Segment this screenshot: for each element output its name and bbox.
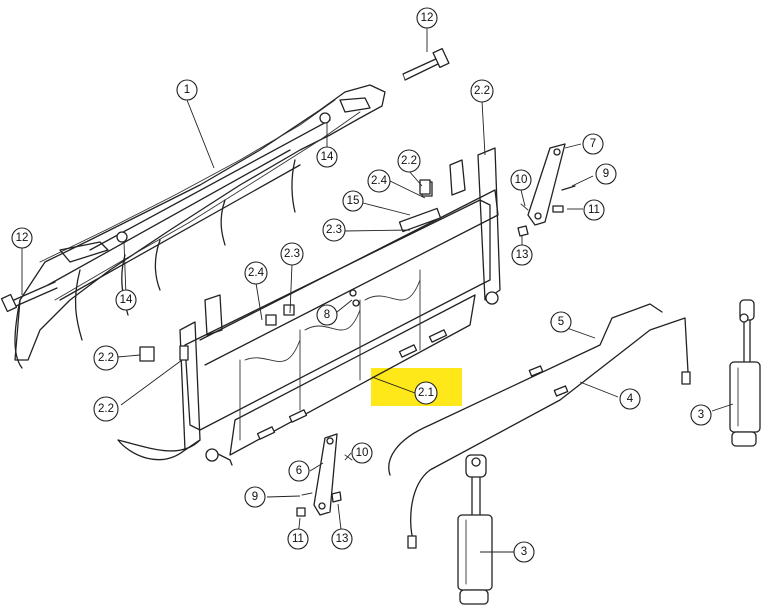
svg-text:2.2: 2.2 [98,403,114,415]
svg-text:9: 9 [252,491,258,503]
callout-13-top[interactable]: 13 [511,244,533,266]
callout-10-top[interactable]: 10 [510,169,532,191]
callout-7[interactable]: 7 [582,133,604,155]
callout-3-right[interactable]: 3 [690,404,712,426]
svg-text:15: 15 [347,195,360,207]
svg-text:10: 10 [515,174,528,186]
svg-text:13: 13 [336,533,349,545]
main-frame [117,147,501,466]
callout-2-2-mid[interactable]: 2.2 [397,149,421,173]
svg-text:2.1: 2.1 [418,387,434,399]
callout-11-top[interactable]: 11 [583,199,605,221]
callout-11-bot[interactable]: 11 [287,528,309,550]
callout-15[interactable]: 15 [342,190,364,212]
bolt-top [402,47,450,81]
callout-9-top[interactable]: 9 [595,163,617,185]
callout-3-bot[interactable]: 3 [513,541,535,563]
callout-2-2-top[interactable]: 2.2 [470,79,494,103]
svg-text:11: 11 [292,533,304,545]
leader-lines [21,28,734,553]
svg-text:5: 5 [558,316,564,328]
callout-12-left[interactable]: 12 [11,227,33,249]
svg-text:12: 12 [16,232,29,244]
svg-text:14: 14 [321,151,334,163]
svg-text:3: 3 [698,409,704,421]
callout-2-3-top[interactable]: 2.3 [322,218,346,242]
svg-text:2.3: 2.3 [326,224,342,236]
svg-text:2.3: 2.3 [284,248,300,260]
svg-text:12: 12 [421,12,434,24]
svg-text:14: 14 [120,294,133,306]
svg-text:3: 3 [521,546,527,558]
svg-text:2.4: 2.4 [371,175,388,187]
callout-8[interactable]: 8 [316,304,338,326]
cylinder-bottom [457,454,493,605]
callout-6[interactable]: 6 [288,460,310,482]
svg-text:6: 6 [296,465,302,477]
callout-10-bot[interactable]: 10 [351,442,373,464]
svg-text:11: 11 [588,204,600,216]
callout-14-top[interactable]: 14 [316,146,338,168]
grapple-arm [14,84,386,369]
callout-2-2-leftA[interactable]: 2.2 [93,345,119,371]
callout-2-4-left[interactable]: 2.4 [244,261,268,285]
link-plate-6 [296,433,353,517]
callout-9-bot[interactable]: 9 [244,486,266,508]
callout-2-3-left[interactable]: 2.3 [280,242,304,266]
callout-4[interactable]: 4 [619,388,641,410]
callout-2-1[interactable]: 2.1 [414,381,438,405]
hydraulic-hoses [388,303,691,549]
svg-text:7: 7 [590,138,596,150]
callout-14-left[interactable]: 14 [115,289,137,311]
callout-2-2-leftB[interactable]: 2.2 [93,396,119,422]
svg-text:2.2: 2.2 [98,352,114,364]
callout-12-top[interactable]: 12 [416,7,438,29]
link-plate-7 [517,143,576,237]
callout-1[interactable]: 1 [176,79,198,101]
bolt-left [0,281,58,313]
svg-text:8: 8 [324,309,330,321]
cylinder-right [729,299,761,447]
svg-text:1: 1 [184,84,190,96]
svg-text:10: 10 [356,447,369,459]
svg-text:2.2: 2.2 [474,85,490,97]
svg-text:4: 4 [627,393,634,405]
callout-13-bot[interactable]: 13 [331,528,353,550]
svg-text:2.4: 2.4 [248,267,265,279]
svg-text:13: 13 [516,249,529,261]
svg-text:9: 9 [603,168,609,180]
callout-2-4-top[interactable]: 2.4 [367,169,391,193]
callout-5[interactable]: 5 [550,311,572,333]
svg-text:2.2: 2.2 [401,155,417,167]
